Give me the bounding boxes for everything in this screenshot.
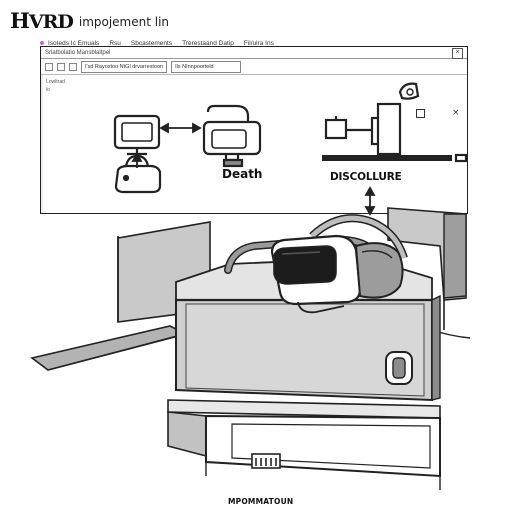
menu-item-4[interactable]: Trerestaand Datip: [182, 39, 234, 47]
menu-item-5[interactable]: Fil/ulra Ins: [243, 39, 274, 47]
vent-icon: [251, 453, 281, 469]
toolbar-button[interactable]: [45, 62, 53, 71]
floor-plane: [30, 325, 189, 371]
label-death: Death: [222, 167, 263, 181]
slider-icon: [322, 82, 468, 163]
brand-tagline: impojement lin: [78, 15, 170, 29]
toolbar-button[interactable]: [57, 62, 65, 71]
brand: HVRD impojement lin: [10, 9, 169, 33]
close-icon[interactable]: ×: [452, 108, 460, 118]
close-button[interactable]: ×: [452, 48, 463, 59]
arrow-icon: [364, 186, 376, 216]
menu-item-1[interactable]: Isoteds Ic Emuals: [48, 39, 100, 47]
sidebar-text: Lowltrad: [46, 79, 65, 85]
address-field[interactable]: I'sd Rayostoo NtGl drvarrestoon: [81, 60, 168, 73]
base-box: [175, 257, 441, 402]
menu-item-3[interactable]: Sbcastements: [130, 39, 173, 47]
menu-bar: Isoteds Ic Emuals Rsu Sbcastements Trere…: [40, 36, 472, 50]
label-discolure: DISCOLLURE: [330, 171, 402, 183]
window-toolbar: I'sd Rayostoo NtGl drvarrestoon Ils NInn…: [41, 59, 467, 75]
brand-logo: HVRD: [10, 8, 74, 33]
window-left-rail: [41, 75, 43, 213]
double-arrow-icon: [159, 122, 202, 134]
monitor-icon: [113, 114, 161, 156]
vr-headset-icon: [224, 214, 408, 314]
toolbar-button[interactable]: [69, 62, 77, 71]
window-title: Srlatbolatio Mansblaltpel: [45, 49, 111, 56]
sidebar-text: lo: [46, 87, 50, 93]
label-bottom: MPOMMATOUN: [228, 497, 294, 506]
square-icon: [416, 109, 425, 118]
printer-icon: [202, 104, 262, 168]
window-titlebar: Srlatbolatio Mansblaltpel ×: [41, 47, 467, 59]
panel-right: [387, 207, 471, 339]
address-field-2[interactable]: Ils NInnpoorteld: [171, 60, 242, 73]
plinth: [167, 399, 441, 490]
camera-bag-icon: [114, 154, 162, 194]
accent-dot-icon: [40, 41, 44, 45]
menu-item-2[interactable]: Rsu: [109, 39, 121, 47]
